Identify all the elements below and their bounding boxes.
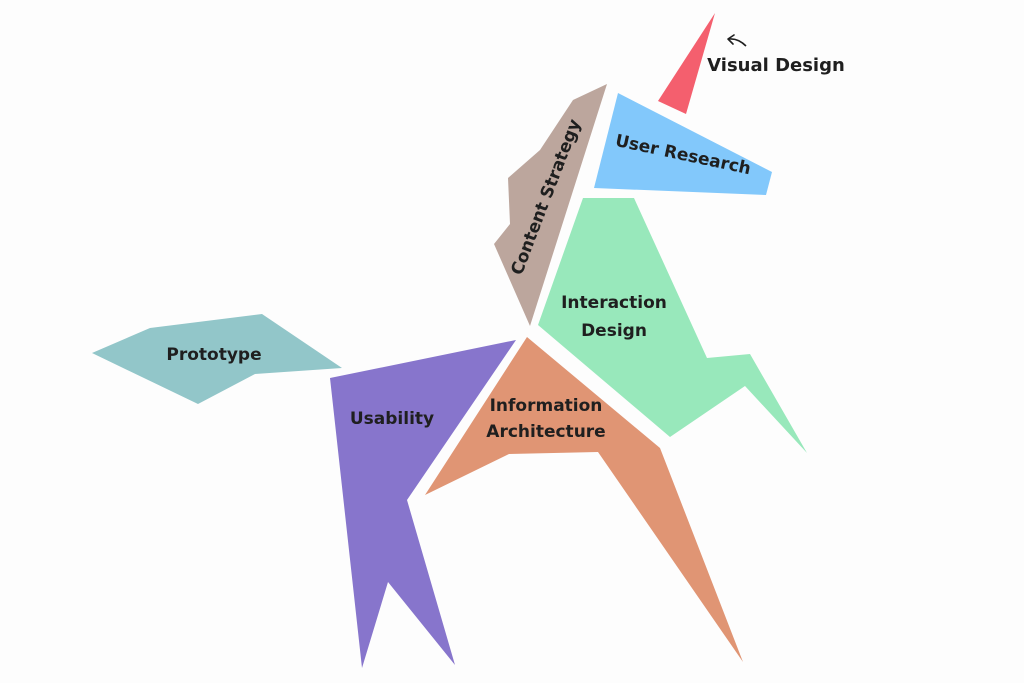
interaction-design-shape xyxy=(538,198,807,453)
information-architecture-shape xyxy=(425,337,743,662)
interaction-design-label-line1: Interaction xyxy=(561,293,667,313)
user-research-shape xyxy=(594,93,772,195)
usability-shape xyxy=(330,340,516,668)
interaction-design-label-line2: Design xyxy=(581,321,647,341)
visual-design-shape xyxy=(658,13,715,114)
usability-label: Usability xyxy=(350,409,434,429)
information-architecture-label-line2: Architecture xyxy=(486,422,605,442)
prototype-shape xyxy=(92,314,342,404)
arrowhead-icon xyxy=(727,34,735,45)
prototype-label: Prototype xyxy=(166,345,261,365)
content-strategy-shape xyxy=(494,84,607,326)
information-architecture-label-line1: Information xyxy=(490,396,603,416)
visual-design-label: Visual Design xyxy=(707,55,845,76)
arrow-icon xyxy=(728,38,747,47)
